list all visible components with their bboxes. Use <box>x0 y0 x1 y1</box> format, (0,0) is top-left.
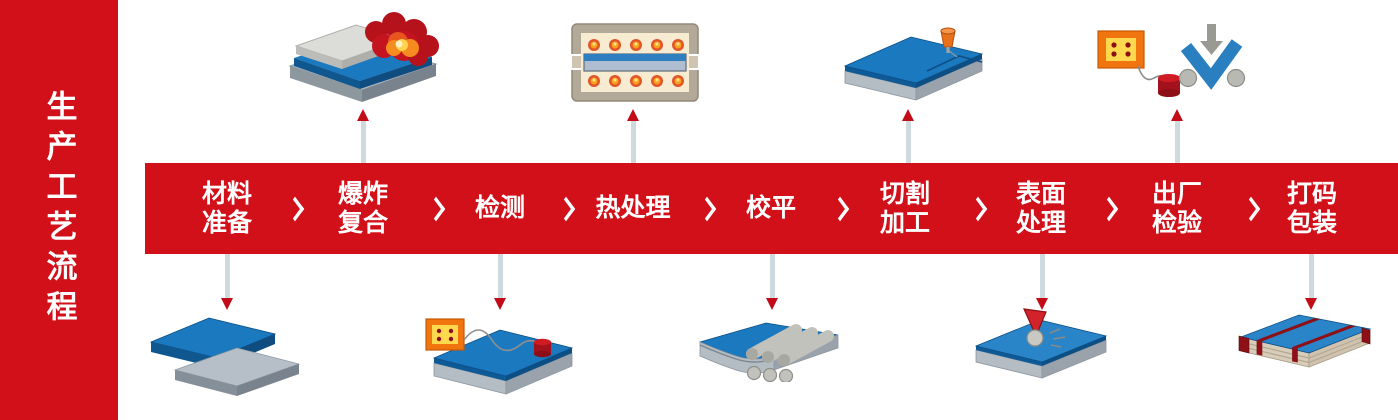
step-label-line: 出厂 <box>1151 179 1203 208</box>
leveling-rollers-illustration <box>694 314 842 382</box>
ultrasonic-inspection-illustration <box>424 314 579 399</box>
step-label-line: 检验 <box>1151 208 1203 237</box>
packaged-plate-illustration <box>1237 311 1374 373</box>
connector-arrow-down <box>1035 254 1049 310</box>
step-heat-treatment: 热处理 <box>595 163 670 254</box>
material-preparation-illustration <box>147 312 305 397</box>
step-label-line: 热处理 <box>595 194 671 222</box>
step-label-line: 校平 <box>745 194 797 222</box>
chevron-right-icon <box>697 196 717 221</box>
step-leveling: 校平 <box>746 163 796 254</box>
chevron-right-icon <box>285 196 305 221</box>
press-arrow <box>1200 24 1223 55</box>
connector-arrow-down <box>1304 254 1318 310</box>
furnace-flames-top <box>588 39 684 51</box>
step-outgoing-inspection: 出厂 检验 <box>1152 163 1202 254</box>
top-rollers <box>746 324 834 366</box>
probe-cylinder <box>534 338 551 358</box>
cutting-torch-illustration <box>841 24 986 104</box>
step-inspection: 检测 <box>475 163 525 254</box>
grinder-tool <box>1023 308 1047 347</box>
surface-grinding-illustration <box>972 308 1110 382</box>
connector-arrow-up <box>626 109 640 163</box>
step-label-line: 处理 <box>1015 208 1067 237</box>
chevron-right-icon <box>426 196 446 221</box>
step-cutting: 切割 加工 <box>880 163 930 254</box>
connector-arrow-up <box>1170 109 1184 163</box>
chevron-right-icon <box>1241 196 1261 221</box>
chevron-right-icon <box>1099 196 1119 221</box>
step-label-line: 表面 <box>1015 179 1067 208</box>
chevron-right-icon <box>968 196 988 221</box>
connector-arrow-down <box>493 254 507 310</box>
spark-lines <box>1049 328 1066 348</box>
explosion-flames <box>365 12 439 66</box>
heat-treatment-furnace-illustration <box>570 20 700 105</box>
step-label-line: 切割 <box>879 179 931 208</box>
step-material-preparation: 材料 准备 <box>202 163 252 254</box>
corner-protectors <box>1238 327 1371 354</box>
tester-device <box>1097 30 1145 69</box>
process-band: 材料 准备 爆炸 复合 检测 热处理 校平 切割 加工 表面 处理 <box>145 163 1398 254</box>
connector-arrow-down <box>220 254 234 310</box>
straps <box>1256 318 1356 363</box>
connector-arrow-down <box>765 254 779 310</box>
connector-arrow-up <box>356 109 370 163</box>
explosive-bonding-illustration <box>286 8 442 105</box>
furnace-flames-bottom <box>588 75 684 87</box>
step-label-line: 包装 <box>1286 208 1338 237</box>
step-label-line: 准备 <box>201 208 253 237</box>
chevron-right-icon <box>830 196 850 221</box>
gray-plate <box>173 347 301 396</box>
step-label-line: 复合 <box>337 208 389 237</box>
bottom-rollers <box>746 365 794 382</box>
step-label-line: 打码 <box>1286 179 1338 208</box>
step-explosive-bonding: 爆炸 复合 <box>338 163 388 254</box>
step-surface-treatment: 表面 处理 <box>1016 163 1066 254</box>
step-coding-packaging: 打码 包装 <box>1287 163 1337 254</box>
bend-test-illustration <box>1096 22 1261 102</box>
chevron-right-icon <box>556 196 576 221</box>
torch <box>940 27 956 53</box>
step-label-line: 爆炸 <box>337 179 389 208</box>
sidebar: 生产工艺流程 <box>0 0 118 420</box>
page-title: 生产工艺流程 <box>41 90 77 330</box>
connector-arrow-up <box>901 109 915 163</box>
step-label-line: 加工 <box>879 208 931 237</box>
step-label-line: 材料 <box>201 179 253 208</box>
tester-device <box>425 318 465 351</box>
step-label-line: 检测 <box>474 194 526 222</box>
probe-cylinder <box>1158 74 1180 97</box>
